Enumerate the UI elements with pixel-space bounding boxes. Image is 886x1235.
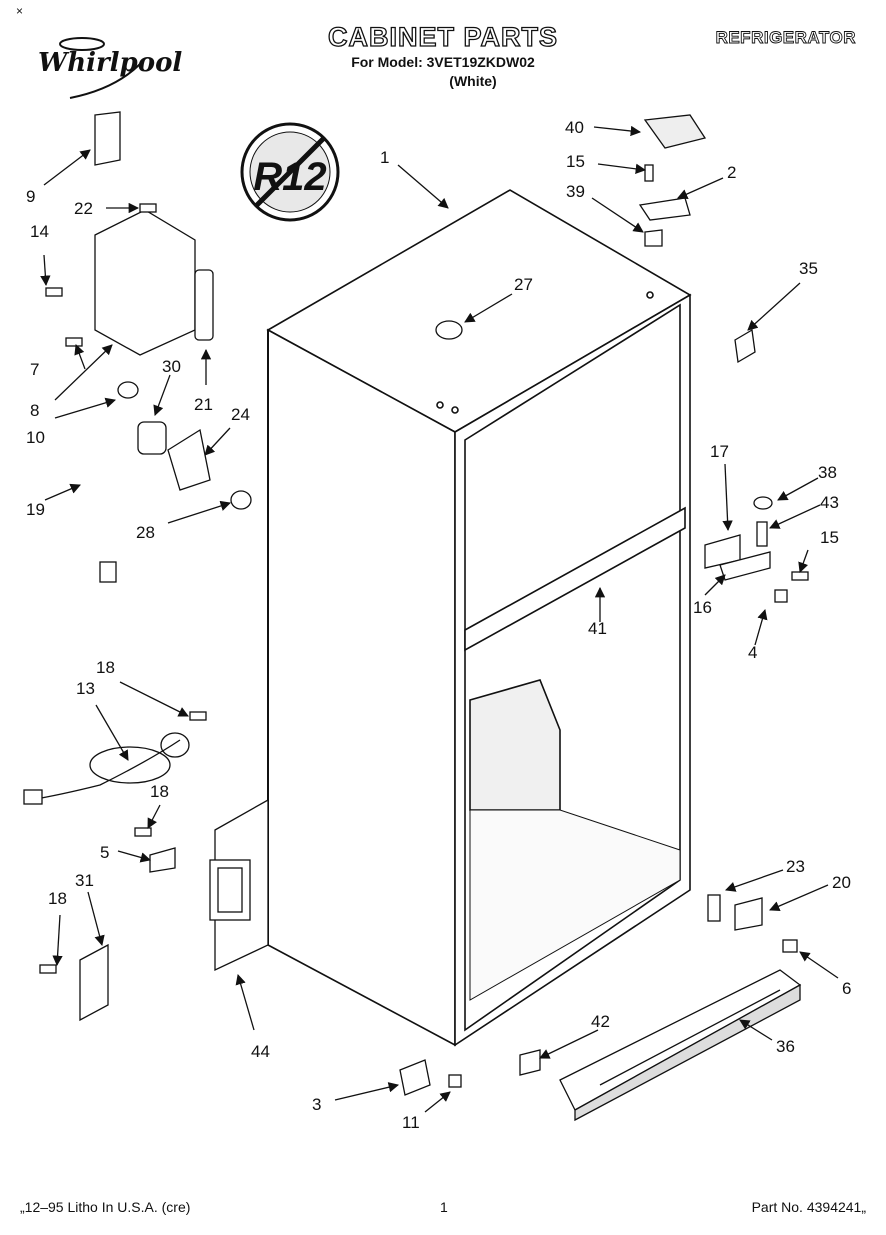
callout-40: 40 [565, 118, 584, 137]
callout-42: 42 [591, 1012, 610, 1031]
part-9 [94, 111, 121, 166]
callout-19: 19 [26, 500, 45, 519]
logo-swoosh-icon [59, 37, 141, 99]
callout-23: 23 [786, 857, 805, 876]
callout-11: 11 [402, 1113, 420, 1132]
callout-1: 1 [380, 148, 389, 167]
callout-44: 44 [251, 1042, 270, 1061]
callout-16: 16 [693, 598, 712, 617]
callout-27: 27 [514, 275, 533, 294]
callout-17: 17 [710, 442, 729, 461]
r12-badge-label: R12 [253, 155, 326, 199]
small-parts [23, 111, 809, 1096]
callout-15-center: 15 [820, 528, 839, 547]
callout-6: 6 [842, 979, 851, 998]
callout-22: 22 [74, 199, 93, 218]
screws [39, 164, 809, 1088]
callout-13: 13 [76, 679, 95, 698]
callout-30: 30 [162, 357, 181, 376]
litho-line: „12–95 Litho In U.S.A. (cre) [20, 1199, 191, 1215]
callout-36: 36 [776, 1037, 795, 1056]
callout-28: 28 [136, 523, 155, 542]
leader-arrows [40, 125, 839, 1113]
power-plug [23, 789, 43, 805]
part-24-thermostat [167, 428, 211, 491]
part-28-grommet [230, 490, 252, 510]
callout-43: 43 [820, 493, 839, 512]
callout-21: 21 [194, 395, 213, 414]
part-20-bottom-hinge [734, 897, 763, 931]
part-23-shim [707, 894, 721, 922]
callout-10: 10 [26, 428, 45, 447]
callout-3: 3 [312, 1095, 321, 1114]
part-27-plug [435, 320, 463, 340]
callout-39: 39 [566, 182, 585, 201]
part-30-bezel [137, 421, 167, 455]
callout-numbers: 1 2 3 4 5 6 7 8 9 10 11 13 14 15 15 16 1… [26, 118, 851, 1132]
part-35-trim [734, 328, 756, 364]
part-5-clamp [149, 847, 176, 873]
callout-38: 38 [818, 463, 837, 482]
callout-4: 4 [748, 643, 757, 662]
color-line: (White) [449, 73, 497, 89]
callout-24: 24 [231, 405, 250, 424]
part-31-cover [79, 943, 109, 1022]
cabinet [266, 189, 692, 1047]
part-40-hinge-cover [643, 114, 707, 149]
part-42-clip [519, 1049, 541, 1076]
callout-2: 2 [727, 163, 736, 182]
part-21-handle [194, 269, 214, 341]
bottom-rail [209, 798, 269, 972]
callout-18-cord: 18 [96, 658, 115, 677]
part-number: Part No. 4394241„ [751, 1199, 866, 1215]
part-10-knob [117, 381, 139, 399]
callout-18-cover: 18 [48, 889, 67, 908]
corner-mark: × [16, 4, 24, 18]
callout-14: 14 [30, 222, 49, 241]
part-3-roller [399, 1059, 431, 1096]
callout-5: 5 [100, 843, 109, 862]
whirlpool-logo [30, 34, 190, 114]
callout-31: 31 [75, 871, 94, 890]
part-43-pin [756, 521, 768, 547]
part-8-control-box [94, 209, 196, 356]
category-label: REFRIGERATOR [715, 28, 856, 48]
page-title: CABINET PARTS [327, 21, 558, 52]
callout-20: 20 [832, 873, 851, 892]
part-39-shim [644, 229, 663, 247]
base-grille [559, 969, 802, 1122]
r12-badge: R12 [240, 122, 340, 222]
callout-41: 41 [588, 619, 607, 638]
callout-7: 7 [30, 360, 39, 379]
brand-name: Whirlpool [38, 48, 183, 78]
callout-15-top: 15 [566, 152, 585, 171]
model-line: For Model: 3VET19ZKDW02 [351, 54, 535, 70]
part-38-spacer [753, 496, 773, 510]
callout-9: 9 [26, 187, 35, 206]
part-2-top-hinge [638, 197, 691, 221]
callout-35: 35 [799, 259, 818, 278]
callout-8: 8 [30, 401, 39, 420]
callout-18-clamp: 18 [150, 782, 169, 801]
part-13-power-cord [29, 739, 181, 801]
part-19-connector [99, 561, 117, 583]
page-number: 1 [440, 1199, 448, 1215]
